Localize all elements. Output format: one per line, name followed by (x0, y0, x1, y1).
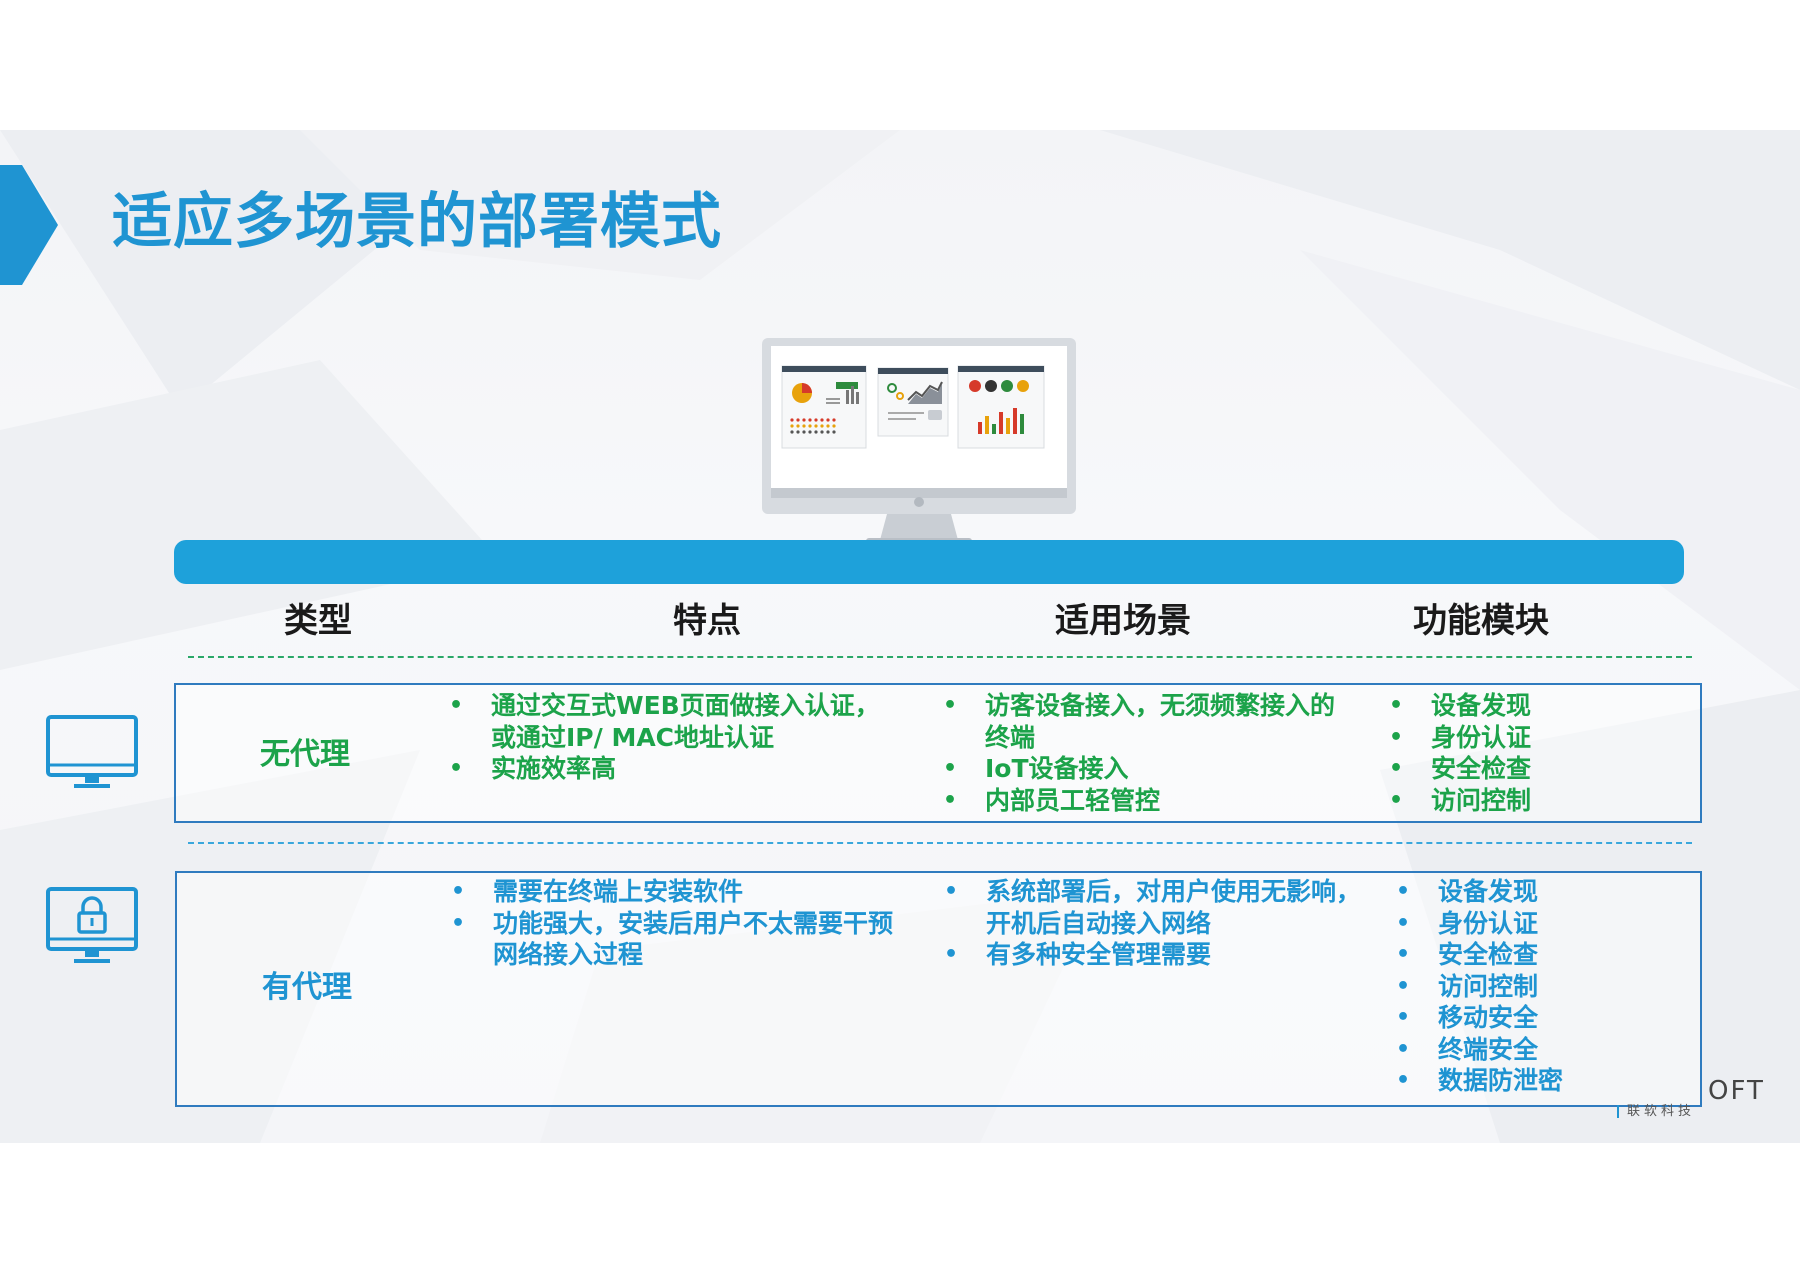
scenarios-list-agentless: 访客设备接入，无须频繁接入的 终端 IoT设备接入 内部员工轻管控 (943, 690, 1335, 816)
header-divider (188, 656, 1692, 658)
dashboard-monitor-icon (762, 338, 1076, 544)
row-type-agent: 有代理 (262, 970, 352, 1005)
list-item: 身份认证 (1396, 908, 1563, 940)
brand-wordmark: OFT (1708, 1076, 1765, 1106)
column-header-features: 特点 (673, 601, 741, 641)
list-item: 功能强大，安装后用户不太需要干预 (451, 908, 893, 940)
row-type-agentless: 无代理 (260, 737, 350, 772)
title-arrow-icon (0, 165, 58, 285)
list-item: 终端 (985, 722, 1036, 752)
list-item: 设备发现 (1396, 876, 1563, 908)
list-item: 网络接入过程 (493, 940, 644, 969)
list-item: 开机后自动接入网络 (986, 908, 1212, 938)
list-item: 访问控制 (1389, 785, 1531, 817)
list-item: 系统部署后，对用户使用无影响， (944, 876, 1361, 908)
brand-chinese-name: 联软科技 (1617, 1105, 1695, 1118)
monitor-icon (46, 715, 138, 788)
list-item: 安全检查 (1389, 753, 1531, 785)
list-item: 访客设备接入，无须频繁接入的 (943, 690, 1335, 722)
list-item: 设备发现 (1389, 690, 1531, 722)
list-item: 内部员工轻管控 (943, 785, 1335, 817)
list-item: 或通过IP/ MAC地址认证 (491, 722, 775, 752)
list-item: 安全检查 (1396, 939, 1563, 971)
lock-monitor-icon (46, 887, 138, 963)
list-item: 通过交互式WEB页面做接入认证， (449, 690, 880, 722)
list-item: 数据防泄密 (1396, 1065, 1563, 1097)
column-header-modules: 功能模块 (1413, 601, 1549, 641)
column-header-type: 类型 (284, 601, 352, 641)
row-divider (188, 842, 1692, 844)
scenarios-list-agent: 系统部署后，对用户使用无影响， 开机后自动接入网络 有多种安全管理需要 (944, 876, 1361, 971)
modules-list-agent: 设备发现 身份认证 安全检查 访问控制 移动安全 终端安全 数据防泄密 (1396, 876, 1563, 1097)
page-title: 适应多场景的部署模式 (112, 187, 722, 257)
list-item: IoT设备接入 (943, 753, 1335, 785)
column-header-scenarios: 适用场景 (1055, 601, 1191, 641)
list-item: 身份认证 (1389, 722, 1531, 754)
list-item: 终端安全 (1396, 1034, 1563, 1066)
list-item: 需要在终端上安装软件 (451, 876, 893, 908)
features-list-agentless: 通过交互式WEB页面做接入认证， 或通过IP/ MAC地址认证 实施效率高 (449, 690, 880, 785)
blue-banner-bar (174, 540, 1684, 584)
slide: 适应多场景的部署模式 (0, 130, 1800, 1143)
features-list-agent: 需要在终端上安装软件 功能强大，安装后用户不太需要干预 网络接入过程 (451, 876, 893, 971)
list-item: 有多种安全管理需要 (944, 939, 1361, 971)
list-item: 移动安全 (1396, 1002, 1563, 1034)
modules-list-agentless: 设备发现 身份认证 安全检查 访问控制 (1389, 690, 1531, 816)
list-item: 访问控制 (1396, 971, 1563, 1003)
list-item: 实施效率高 (449, 753, 880, 785)
